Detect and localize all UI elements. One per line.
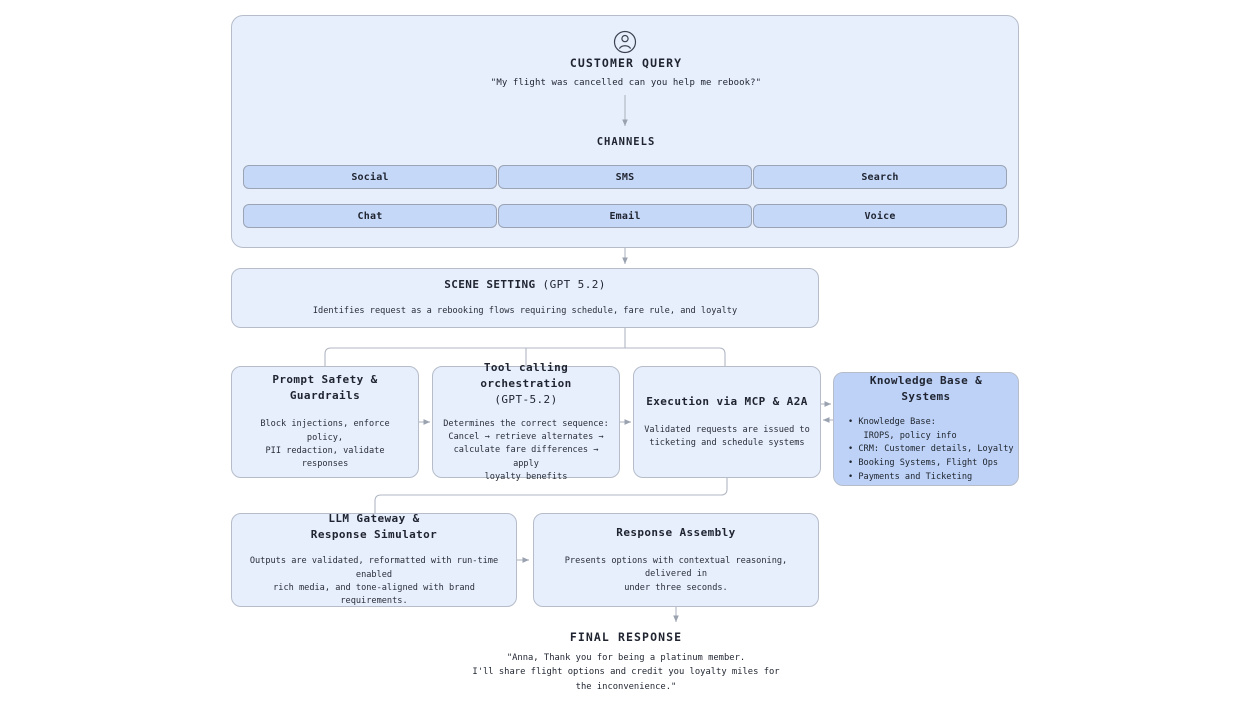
list-item: • Payments and Ticketing [848, 472, 973, 483]
channels-heading: CHANNELS [596, 136, 656, 148]
llm-gateway-title: LLM Gateway & Response Simulator [242, 511, 506, 543]
prompt-safety-body: Block injections, enforce policy, PII re… [260, 419, 390, 470]
channel-pill-voice[interactable]: Voice [753, 204, 1007, 228]
response-assembly-box: Response Assembly Presents options with … [533, 513, 819, 607]
channel-pill-email[interactable]: Email [498, 204, 752, 228]
llm-gateway-box: LLM Gateway & Response Simulator Outputs… [231, 511, 517, 607]
customer-quote: "My flight was cancelled can you help me… [490, 78, 762, 88]
scene-setting-title-model: (GPT 5.2) [535, 278, 606, 292]
tool-calling-title-line1: Tool calling orchestration [480, 360, 572, 390]
prompt-safety-title: Prompt Safety & Guardrails [272, 373, 378, 403]
execution-title: Execution via MCP & A2A [646, 394, 808, 408]
list-item: • CRM: Customer details, Loyalty [848, 444, 1014, 455]
prompt-safety-box: Prompt Safety & Guardrails Block injecti… [231, 366, 419, 478]
scene-setting-box: SCENE SETTING (GPT 5.2) Identifies reque… [231, 268, 819, 328]
llm-gateway-title-line2: Response Simulator [310, 528, 438, 542]
channel-pill-social[interactable]: Social [243, 165, 497, 189]
tool-calling-body: Determines the correct sequence: Cancel … [443, 418, 609, 482]
llm-gateway-body: Outputs are validated, reformatted with … [249, 556, 499, 607]
execution-box: Execution via MCP & A2A Validated reques… [633, 366, 821, 478]
tool-calling-title: Tool calling orchestration (GPT-5.2) [443, 360, 609, 408]
llm-gateway-title-line1: LLM Gateway & [328, 512, 420, 526]
knowledge-base-list: • Knowledge Base: IROPS, policy info • C… [846, 416, 1014, 486]
response-assembly-body: Presents options with contextual reasoni… [564, 556, 788, 593]
scene-setting-title-bold: SCENE SETTING [444, 278, 536, 292]
page-title: CUSTOMER QUERY [569, 56, 683, 70]
tool-calling-box: Tool calling orchestration (GPT-5.2) Det… [432, 361, 620, 482]
scene-setting-body: Identifies request as a rebooking flows … [312, 306, 738, 317]
final-response-text: "Anna, Thank you for being a platinum me… [472, 653, 780, 692]
tool-calling-title-line2: (GPT-5.2) [494, 392, 558, 406]
knowledge-base-box: Knowledge Base & Systems • Knowledge Bas… [833, 372, 1019, 486]
final-response-title: FINAL RESPONSE [569, 630, 683, 644]
channel-pill-search[interactable]: Search [753, 165, 1007, 189]
response-assembly-title: Response Assembly [616, 526, 736, 540]
scene-setting-title: SCENE SETTING (GPT 5.2) [242, 277, 808, 293]
list-item: • Booking Systems, Flight Ops [848, 458, 999, 469]
channel-pill-sms[interactable]: SMS [498, 165, 752, 189]
list-item: • Knowledge Base: IROPS, policy info [848, 416, 957, 441]
channel-pill-chat[interactable]: Chat [243, 204, 497, 228]
knowledge-base-title: Knowledge Base & Systems [869, 373, 983, 403]
execution-body: Validated requests are issued to ticketi… [644, 424, 810, 448]
